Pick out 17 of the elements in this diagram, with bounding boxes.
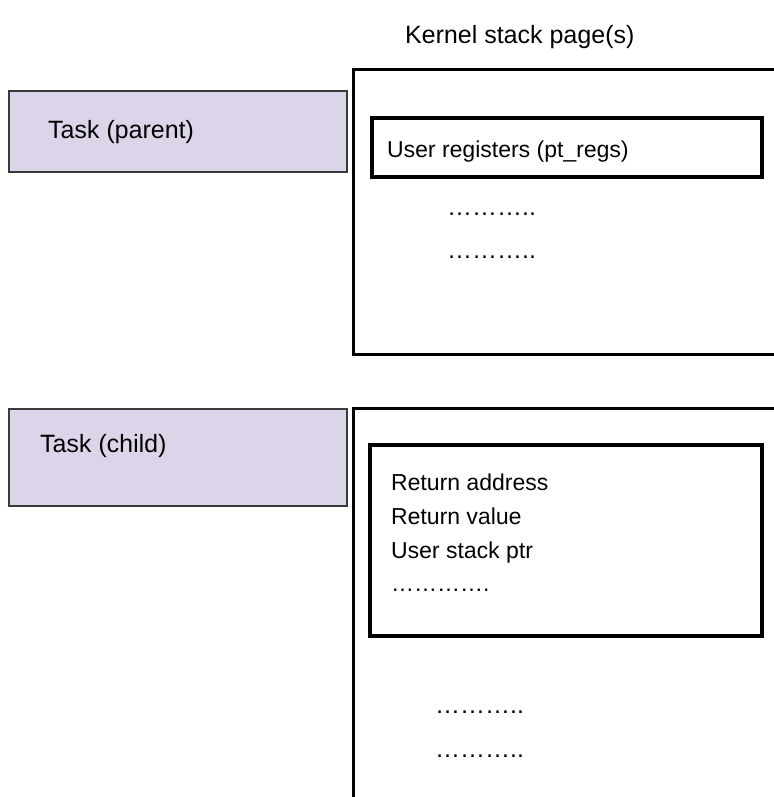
ellipsis-text: ……….. — [447, 236, 536, 265]
task-box — [8, 408, 348, 507]
ellipsis-text: ……….. — [435, 735, 524, 764]
label-text: Task (child) — [40, 430, 166, 459]
task-box — [8, 90, 348, 173]
label-text: User stack ptr — [391, 537, 533, 564]
stack-frame-box — [370, 116, 764, 179]
ellipsis-text: ……….. — [447, 193, 536, 222]
ellipsis-text: …………. — [391, 570, 490, 596]
label-text: Return address — [391, 469, 548, 496]
stack-frame-box — [368, 443, 764, 638]
label-text: Return value — [391, 503, 522, 530]
ellipsis-text: ……….. — [435, 691, 524, 720]
label-text: User registers (pt_regs) — [387, 136, 629, 162]
stack-page-box — [352, 407, 774, 797]
heading: Kernel stack page(s) — [405, 21, 634, 50]
label-text: Task (parent) — [48, 116, 194, 145]
